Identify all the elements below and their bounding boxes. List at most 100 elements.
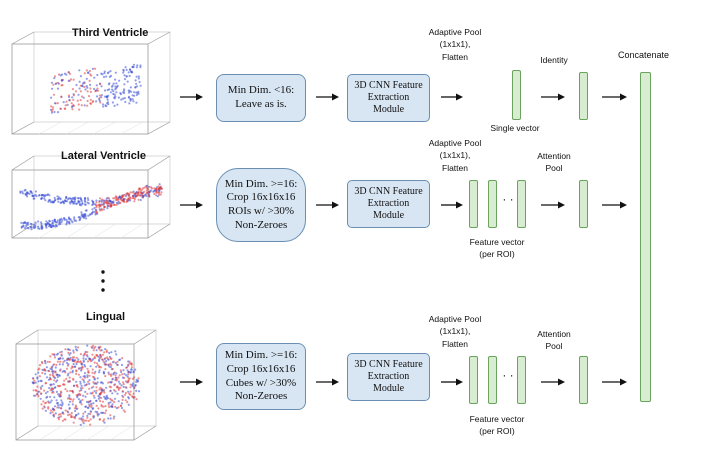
vector-ellipsis: · · <box>502 368 514 382</box>
voxel-point <box>116 103 119 106</box>
voxel-point <box>37 227 40 230</box>
voxel-point <box>80 199 83 203</box>
voxel-point <box>115 378 119 381</box>
voxel-point <box>48 386 51 390</box>
voxel-point <box>86 99 89 103</box>
voxel-point <box>107 201 110 204</box>
voxel-point <box>45 220 48 223</box>
voxel-point <box>120 406 124 410</box>
voxel-point <box>68 413 71 416</box>
voxel-point <box>61 419 64 422</box>
voxel-point <box>112 90 115 93</box>
voxel-point <box>82 379 85 382</box>
voxel-point <box>29 190 32 193</box>
voxel-point <box>98 358 101 361</box>
voxel-point <box>113 383 116 387</box>
voxel-point <box>83 198 87 201</box>
pool-label-third-ventricle: Adaptive Pool (1x1x1), Flatten <box>428 27 482 62</box>
voxel-point <box>74 409 77 413</box>
voxel-point <box>117 96 120 99</box>
voxel-point <box>139 64 142 67</box>
voxel-point <box>101 400 104 403</box>
voxel-point <box>121 398 124 401</box>
voxel-point <box>61 403 64 406</box>
voxel-point <box>109 414 112 417</box>
voxel-point <box>152 190 155 193</box>
voxel-point <box>129 386 132 389</box>
voxel-point <box>83 419 86 422</box>
voxel-point <box>86 367 89 370</box>
voxel-point <box>112 201 115 204</box>
plot-edge <box>147 155 171 171</box>
voxel-point <box>57 416 60 419</box>
voxel-point <box>67 357 70 360</box>
voxel-point <box>132 392 135 395</box>
voxel-point <box>120 98 123 101</box>
voxel-point <box>158 190 161 193</box>
voxel-point <box>112 82 115 85</box>
voxel-point <box>29 226 33 229</box>
voxel-point <box>68 407 71 410</box>
voxel-point <box>120 363 124 367</box>
voxel-point <box>134 384 137 387</box>
voxel-point <box>59 351 62 354</box>
voxel-point <box>75 363 78 366</box>
voxel-point <box>122 376 126 379</box>
voxel-point <box>84 383 88 387</box>
voxel-point <box>76 197 80 200</box>
voxel-point <box>49 373 52 376</box>
voxel-point <box>59 384 62 387</box>
voxel-point <box>95 89 98 92</box>
voxel-point <box>99 366 103 369</box>
voxel-point <box>135 101 138 104</box>
voxel-point <box>119 369 122 372</box>
voxel-point <box>133 94 136 97</box>
voxel-point <box>68 353 71 356</box>
voxel-point <box>109 405 113 408</box>
voxel-point <box>115 201 118 204</box>
voxel-point <box>98 371 101 374</box>
third-ventricle-3d-plot <box>11 31 171 135</box>
voxel-point <box>94 370 97 373</box>
voxel-point <box>81 386 84 390</box>
voxel-point <box>89 83 92 86</box>
voxel-point <box>126 369 129 372</box>
voxel-point <box>126 375 129 378</box>
voxel-point <box>96 411 99 414</box>
voxel-point <box>69 389 72 392</box>
voxel-point <box>66 220 69 223</box>
voxel-point <box>122 197 125 201</box>
arrow-head <box>332 201 339 209</box>
voxel-point <box>68 376 71 379</box>
lingual-3d-plot <box>15 329 157 441</box>
voxel-point <box>91 199 94 202</box>
voxel-point <box>88 213 91 216</box>
voxel-point <box>98 94 101 97</box>
voxel-point <box>40 379 43 383</box>
roi-vector-2 <box>488 356 497 404</box>
voxel-point <box>56 401 60 405</box>
voxel-point <box>58 363 61 366</box>
voxel-point <box>82 394 85 397</box>
arrow-head <box>196 201 203 209</box>
voxel-point <box>115 196 118 199</box>
plot-grid-line <box>110 425 133 441</box>
voxel-point <box>95 399 98 402</box>
plot-grid-line <box>93 121 116 135</box>
voxel-point <box>101 411 104 414</box>
voxel-point <box>73 384 76 387</box>
voxel-point <box>22 224 25 227</box>
voxel-point <box>33 394 36 397</box>
arrow-head <box>332 93 339 101</box>
voxel-point <box>107 71 110 74</box>
voxel-point <box>72 416 75 419</box>
voxel-point <box>59 415 63 418</box>
voxel-point <box>54 82 57 86</box>
voxel-point <box>120 402 123 405</box>
voxel-point <box>122 97 125 100</box>
voxel-point <box>63 72 66 75</box>
voxel-point <box>91 208 94 211</box>
voxel-point <box>127 360 130 363</box>
voxel-point <box>68 72 72 75</box>
voxel-point <box>31 195 35 198</box>
